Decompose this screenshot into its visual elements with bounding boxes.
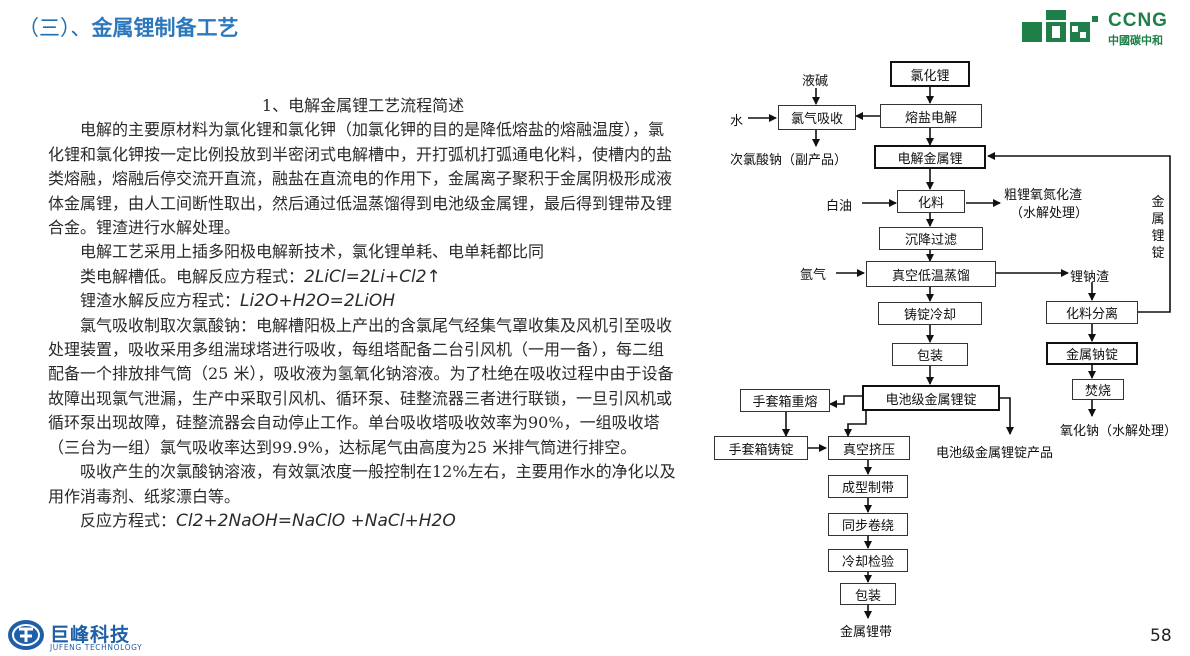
arrow-battery-product <box>1000 397 1014 435</box>
paragraph-3-text: 锂渣水解反应方程式： <box>80 291 241 311</box>
box-melt-separation: 化料分离 <box>1046 301 1138 324</box>
arrow-recycle-elec <box>987 152 1171 313</box>
page-number: 58 <box>1150 626 1172 646</box>
label-lithium-strip: 金属锂带 <box>840 625 893 640</box>
paragraph-1: 电解的主要原材料为氯化锂和氯化钾（加氯化钾的目的是降低熔盐的熔融温度），氯化锂和… <box>48 120 673 238</box>
label-sodium-oxide: 氧化钠（水解处理） <box>1060 424 1178 439</box>
label-battery-ingot-product: 电池级金属锂锭产品 <box>936 446 1054 461</box>
jufeng-logo: 巨峰科技 JUFENG TECHNOLOGY <box>6 618 156 652</box>
box-battery-grade-ingot: 电池级金属锂锭 <box>862 385 1000 411</box>
box-forming-strip: 成型制带 <box>828 475 908 498</box>
equation-absorption: Cl2+2NaOH=NaClO +NaCl+H2O <box>176 510 456 531</box>
paragraph-4: 氯气吸收制取次氯酸钠：电解槽阳极上产出的含氯尾气经集气罩收集及风机引至吸收处理装… <box>48 315 674 457</box>
box-sodium-ingot: 金属钠锭 <box>1046 342 1138 365</box>
ccng-mark-icon <box>1022 10 1098 42</box>
box-glovebox-remelt: 手套箱重熔 <box>740 389 830 412</box>
box-molten-electrolysis: 熔盐电解 <box>880 104 982 128</box>
label-sodium-hypochlorite: 次氯酸钠（副产品） <box>730 153 848 168</box>
label-water: 水 <box>730 114 744 129</box>
arrow-battery-remelt <box>829 395 862 408</box>
page-title: （三）、金属锂制备工艺 <box>18 12 239 42</box>
label-recycle-ingot: 金属锂锭 <box>1151 195 1165 261</box>
paragraph-6-text: 反应方程式： <box>80 510 177 530</box>
box-vacuum-extrusion: 真空挤压 <box>828 436 910 460</box>
box-incineration: 焚烧 <box>1072 379 1124 400</box>
box-sync-winding: 同步卷绕 <box>828 513 908 536</box>
title-main: 金属锂制备工艺 <box>91 16 239 40</box>
ccng-brand: CCNG <box>1108 10 1168 31</box>
box-package-2: 包装 <box>840 583 896 605</box>
process-description: 1、电解金属锂工艺流程简述 电解的主要原材料为氯化锂和氯化钾（加氯化钾的目的是降… <box>48 94 678 533</box>
equation-electrolysis: 2LiCl=2Li+Cl2↑ <box>304 266 441 287</box>
paragraph-2b-text: 类电解槽低。电解反应方程式： <box>80 266 305 286</box>
box-cool-inspect: 冷却检验 <box>828 549 908 572</box>
jufeng-brand-cn: 巨峰科技 <box>50 624 131 646</box>
box-vacuum-distillation: 真空低温蒸馏 <box>866 261 996 287</box>
jufeng-brand-en: JUFENG TECHNOLOGY <box>50 643 143 652</box>
box-electrolytic-lithium: 电解金属锂 <box>874 145 986 169</box>
label-crude-residue: 粗锂氧氮化渣 <box>1004 188 1083 203</box>
label-hydrolysis-treatment: （水解处理） <box>1010 206 1089 221</box>
equation-hydrolysis: Li2O+H2O=2LiOH <box>240 291 396 312</box>
section-heading: 1、电解金属锂工艺流程简述 <box>261 96 465 115</box>
paragraph-6: 反应方程式：Cl2+2NaOH=NaClO +NaCl+H2O <box>48 509 678 533</box>
box-package-1: 包装 <box>892 343 968 366</box>
ccng-subtitle: 中國碳中和 <box>1108 34 1163 47</box>
box-cast-cool: 铸锭冷却 <box>878 302 982 325</box>
label-argon: 氩气 <box>800 268 827 283</box>
box-lithium-chloride: 氯化锂 <box>890 61 970 87</box>
box-settle-filter: 沉降过滤 <box>879 227 983 250</box>
box-melting: 化料 <box>897 190 965 213</box>
jufeng-emblem-icon <box>8 620 44 650</box>
arrow-battery-extrude <box>844 409 880 437</box>
paragraph-2a: 电解工艺采用上插多阳极电解新技术，氯化锂单耗、电单耗都比同 <box>80 242 545 262</box>
label-li-na-slag: 锂钠渣 <box>1070 270 1110 285</box>
box-glovebox-casting: 手套箱铸锭 <box>714 436 808 460</box>
paragraph-3: 锂渣水解反应方程式：Li2O+H2O=2LiOH <box>48 289 678 313</box>
label-lye: 液碱 <box>802 74 829 89</box>
label-white-oil: 白油 <box>826 199 853 214</box>
box-chlorine-absorption: 氯气吸收 <box>778 105 856 130</box>
title-prefix: （三）、 <box>18 16 92 40</box>
ccng-logo: CCNG 中國碳中和 <box>1022 8 1182 52</box>
paragraph-2b: 类电解槽低。电解反应方程式：2LiCl=2Li+Cl2↑ <box>48 265 678 289</box>
paragraph-5: 吸收产生的次氯酸钠溶液，有效氯浓度一般控制在12%左右，主要用作水的净化以及用作… <box>48 462 676 506</box>
